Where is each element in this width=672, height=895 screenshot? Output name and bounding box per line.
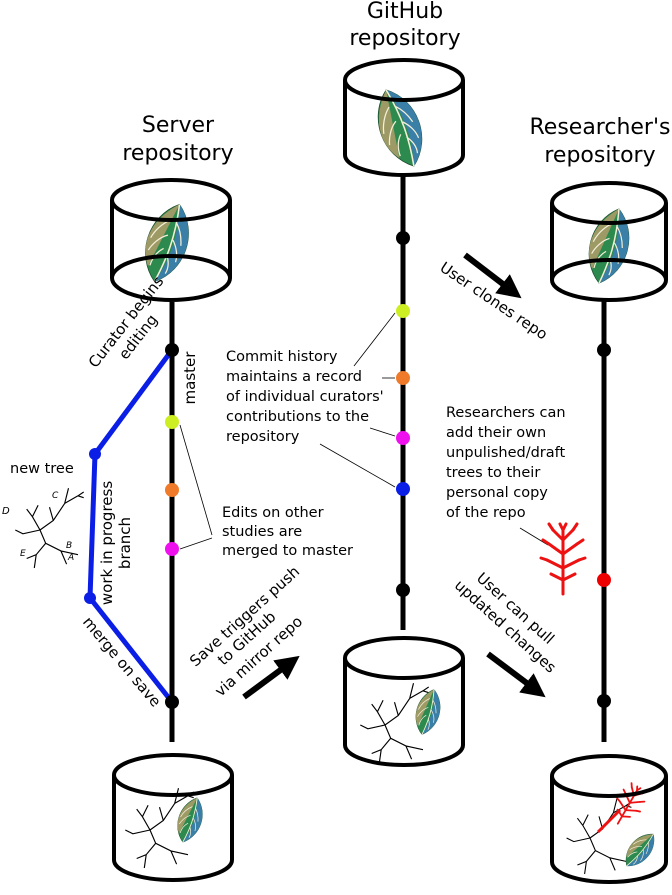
commit-history-line3: of individual curators' (226, 389, 384, 405)
github-commit-end (396, 583, 410, 597)
researcher-title-line1: Researcher's (529, 115, 670, 140)
edits-note-line2: studies are (222, 524, 302, 540)
edits-note-line1: Edits on other (222, 505, 324, 521)
history-callout-yellow (353, 312, 396, 367)
phylogenetic-tree-icon: D B C A E (2, 487, 85, 569)
commit-history-line2: maintains a record (226, 369, 362, 385)
server-commit-orange (165, 483, 179, 497)
new-tree-label: new tree (10, 461, 74, 477)
edits-callout-line-1 (179, 424, 213, 536)
server-commit-merge (165, 695, 179, 709)
commit-history-line4: contributions to the (226, 409, 369, 425)
branch-commit-merge (84, 592, 96, 604)
github-commit-orange (396, 371, 410, 385)
master-label: master (181, 351, 199, 405)
researchers-note-line1: Researchers can (446, 405, 566, 421)
github-repository-cylinder-icon (343, 58, 465, 177)
researchers-note-line3: unpulished/draft (446, 445, 565, 461)
server-commit-magenta (165, 542, 179, 556)
github-title-line2: repository (349, 26, 460, 51)
tree-letter-b: B (66, 541, 72, 551)
commit-history-line5: repository (226, 429, 300, 445)
push-arrow-icon (242, 655, 300, 700)
tree-letter-d: D (2, 506, 10, 517)
researcher-commit-pull (597, 694, 611, 708)
tree-letter-c: C (52, 491, 59, 501)
save-triggers-line1: Save triggers push (186, 562, 303, 670)
server-title-line1: Server (142, 113, 215, 138)
researchers-note-line2: add their own (446, 425, 546, 441)
clone-arrow-icon (463, 252, 522, 299)
history-callout-magenta (369, 427, 396, 437)
edits-callout-line-2 (179, 537, 213, 550)
github-title-line1: GitHub (367, 0, 443, 24)
merge-on-save-label: merge on save (79, 613, 165, 710)
red-branch-icon (596, 808, 622, 834)
github-commit-magenta (396, 431, 410, 445)
researcher-repository-cylinder-icon (550, 181, 668, 302)
server-title-line2: repository (122, 141, 233, 166)
edits-note-line3: merged to master (222, 543, 353, 559)
researcher-repository-updated-cylinder-icon (550, 754, 668, 884)
work-in-progress-branch (87, 348, 175, 704)
tree-letter-a: A (67, 553, 74, 563)
history-callout-blue (319, 443, 396, 488)
tree-letter-e: E (20, 549, 26, 559)
work-in-progress-label: work in progress (98, 481, 116, 605)
researcher-commit-start (597, 343, 611, 357)
github-commit-blue (396, 482, 410, 496)
researchers-callout-line (519, 527, 549, 546)
server-repository-cylinder-icon (110, 178, 232, 302)
researchers-note-line5: personal copy (446, 485, 548, 501)
github-repository-updated-cylinder-icon (343, 636, 465, 767)
red-tree-icon (539, 522, 587, 596)
researcher-title-line2: repository (544, 143, 655, 168)
github-commit-start (396, 231, 410, 245)
researchers-note-line6: of the repo (446, 505, 526, 521)
researchers-note-line4: trees to their (446, 465, 540, 481)
branch-label: branch (116, 517, 134, 569)
pull-arrow-icon (486, 651, 546, 698)
researcher-commit-red (597, 573, 611, 587)
server-repository-updated-cylinder-icon (112, 753, 234, 882)
branch-commit-new-tree (89, 448, 101, 460)
github-commit-yellow (396, 304, 410, 318)
user-clones-label: User clones repo (437, 258, 551, 343)
commit-history-line1: Commit history (226, 349, 338, 365)
server-commit-yellow (165, 415, 179, 429)
server-commit-start (165, 343, 179, 357)
